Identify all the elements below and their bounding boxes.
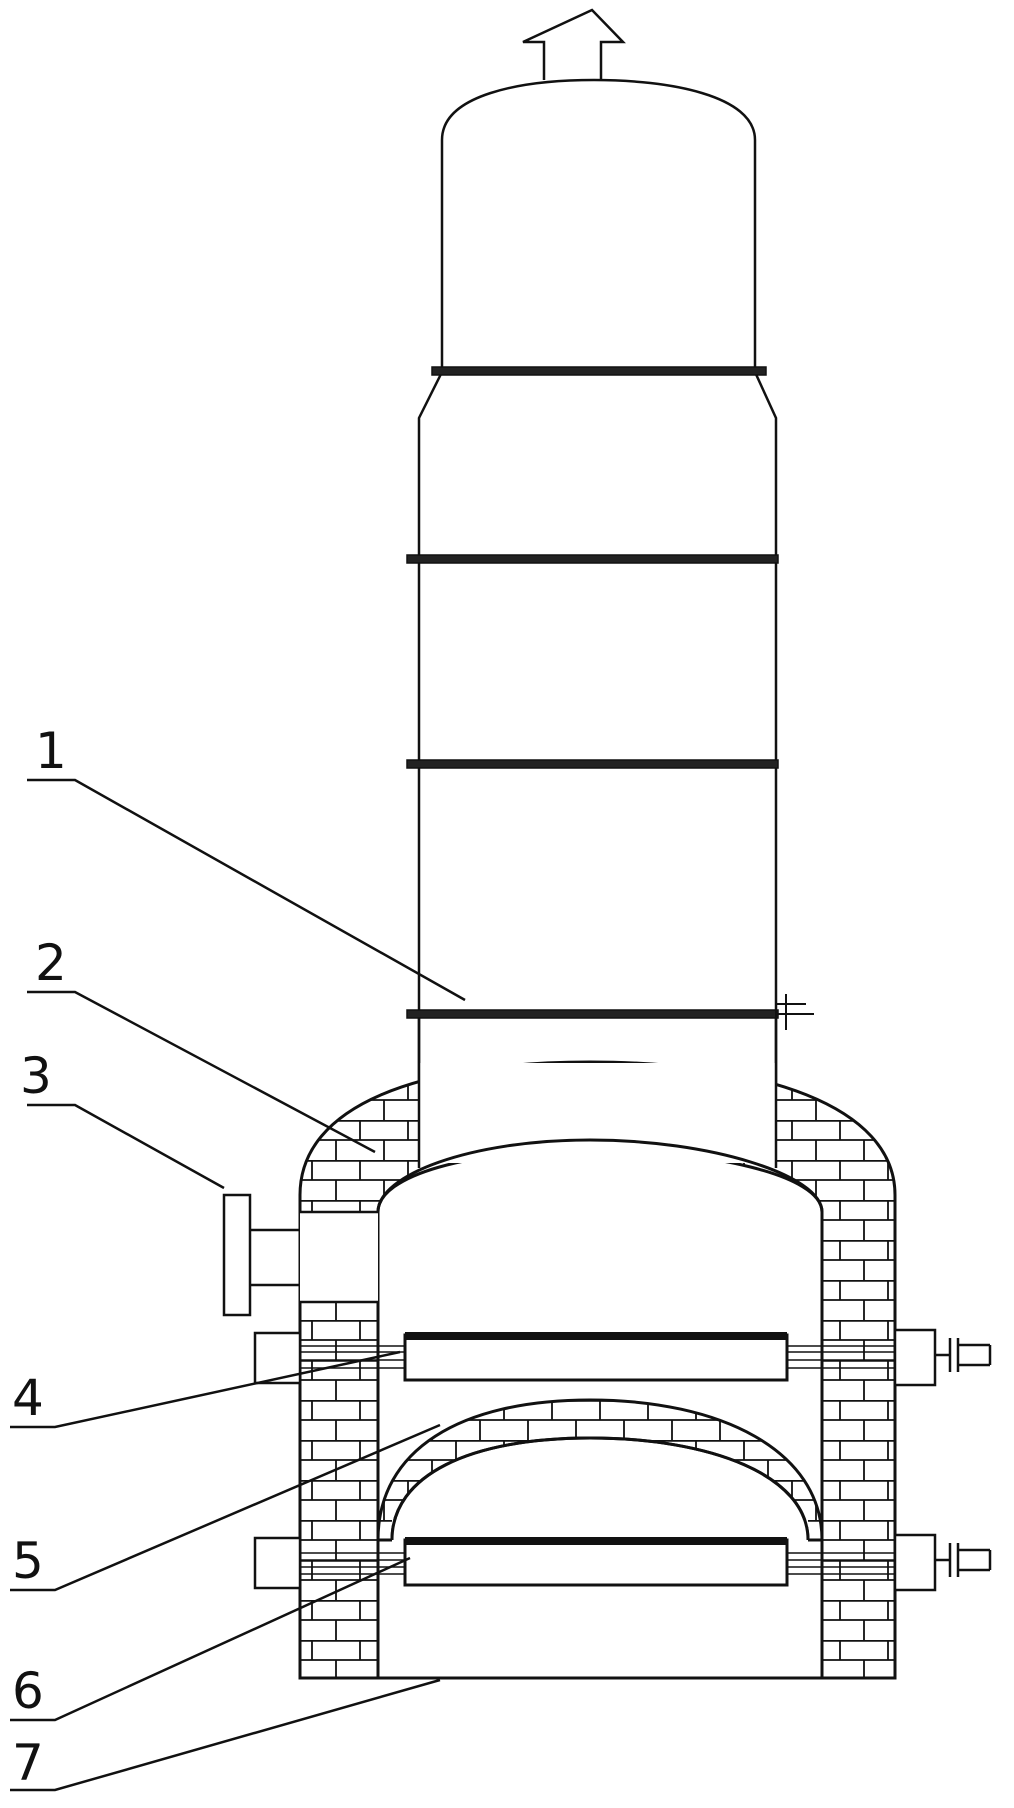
top-cap xyxy=(440,78,757,372)
leader-line-5 xyxy=(10,1423,441,1592)
callout-labels: 1 2 3 4 5 6 7 xyxy=(12,722,67,1792)
leader-line-2 xyxy=(27,990,376,1154)
column-flanges xyxy=(406,366,814,1030)
flange-ring xyxy=(406,1009,779,1019)
leader-line-7 xyxy=(10,1678,441,1792)
leader-line-3 xyxy=(27,1103,225,1190)
side-pipe xyxy=(222,1193,378,1317)
leader-line-1 xyxy=(27,778,466,1002)
inlet-port xyxy=(775,994,814,1030)
callout-1: 1 xyxy=(35,722,67,780)
callout-2: 2 xyxy=(35,934,67,992)
leader-line-6 xyxy=(10,1556,411,1722)
callout-5: 5 xyxy=(12,1532,44,1590)
callout-6: 6 xyxy=(12,1662,44,1720)
flange-ring xyxy=(431,366,767,376)
leader-line-4 xyxy=(10,1350,401,1429)
leader-lines xyxy=(10,778,466,1792)
callout-3: 3 xyxy=(20,1047,52,1105)
upper-heater xyxy=(253,1328,992,1387)
upper-chamber-arch xyxy=(376,1138,824,1213)
callout-7: 7 xyxy=(12,1734,44,1792)
exhaust-arrow xyxy=(522,8,626,80)
flange-ring xyxy=(406,554,779,564)
lower-heater xyxy=(253,1533,992,1592)
flange-ring xyxy=(406,759,779,769)
callout-4: 4 xyxy=(12,1369,44,1427)
transition-cone xyxy=(417,371,778,1168)
column-body xyxy=(420,1063,775,1163)
